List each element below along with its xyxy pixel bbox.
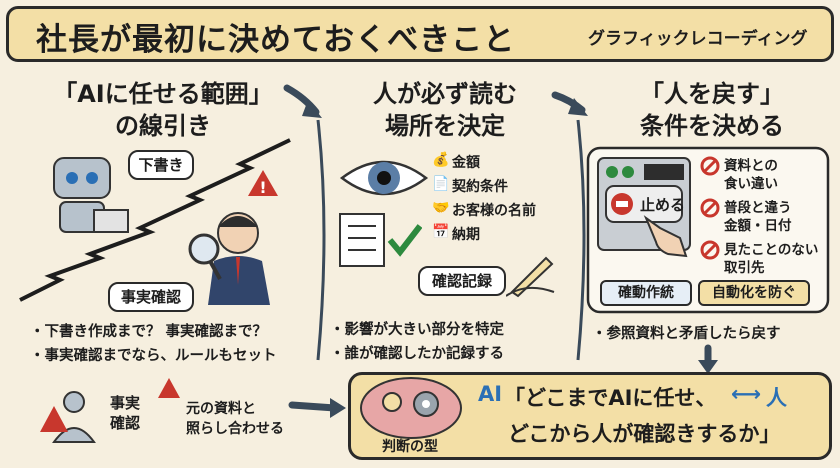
brain-label: 判断の型 (382, 439, 438, 455)
pen-icon (506, 256, 555, 298)
arrow-col2-to-col3-head (568, 98, 588, 116)
document-icon: 📄 (432, 176, 450, 192)
cond3-line2: 取引先 (724, 260, 765, 276)
handshake-icon: 🤝 (432, 200, 450, 216)
eye-icon (339, 160, 429, 196)
auto-prevent-label: 自動化を防ぐ (698, 280, 810, 306)
item-amount: 金額 (452, 155, 480, 171)
factcheck-bubble: 事実確認 (108, 282, 194, 312)
no-entry-icon-1 (700, 156, 720, 176)
compare-line2: 照らし合わせる (186, 421, 284, 437)
money-bag-icon: 💰 (432, 152, 450, 168)
col3-bullet: ・参照資料と矛盾したら戻す (592, 326, 781, 342)
arrow-col3-to-bottom-head (698, 360, 718, 374)
col1-bullet-2: ・事実確認までなら、ルールもセット (30, 348, 277, 364)
person-magnifier-icon (188, 212, 270, 305)
summary-line1: 「どこまでAIに任せ、 (504, 386, 717, 410)
arrow-to-bottom (288, 401, 339, 412)
svg-text:!: ! (259, 178, 266, 197)
boundary-line (19, 138, 291, 302)
item-contract: 契約条件 (452, 179, 508, 195)
col3-title-line2: 条件を決める (640, 112, 784, 140)
title-bar (6, 6, 834, 62)
checklist-icon (339, 213, 422, 267)
col2-title-line2: 場所を決定 (385, 112, 505, 140)
record-label: 確認記録 (418, 266, 506, 296)
manual-label: 確動作統 (600, 280, 692, 306)
fact-label-line1: 事実 (110, 394, 141, 412)
item-customer-name: お客様の名前 (452, 203, 536, 219)
ai-label: AI (478, 382, 503, 406)
person-warning-icon (40, 391, 96, 443)
warning-small-icon (158, 378, 180, 398)
divider-col2-col3 (576, 119, 586, 361)
divider-col1-col2 (316, 119, 326, 361)
warning-icon: ! (248, 170, 278, 197)
cond1-line1: 資料との (724, 158, 778, 174)
col2-bullet-2: ・誰が確認したか記録する (330, 346, 504, 362)
col3-title-line1: 「人を戻す」 (640, 80, 784, 108)
col2-bullet-1: ・影響が大きい部分を特定 (330, 322, 504, 338)
left-right-arrow-icon: ⟷ (731, 382, 762, 406)
robot-icon (53, 157, 129, 233)
hand-pointer-icon (643, 215, 688, 258)
stop-label: 止める (640, 196, 686, 214)
draft-bubble: 下書き (128, 150, 194, 180)
page-subtitle: グラフィックレコーディング (588, 29, 808, 49)
summary-line2: どこから人が確認きするか」 (508, 422, 781, 446)
arrow-col1-to-col2-head (302, 100, 322, 118)
col1-title-line2: の線引き (115, 112, 211, 140)
cond2-line2: 金額・日付 (724, 218, 792, 234)
fact-label-line2: 確認 (110, 414, 141, 432)
arrow-to-bottom-head (330, 398, 346, 418)
cond1-line2: 食い違い (724, 176, 778, 192)
col1-title-line1: 「AIに任せる範囲」 (53, 80, 273, 108)
compare-line1: 元の資料と (186, 401, 256, 417)
no-entry-icon-2 (700, 198, 720, 218)
brain-icon (360, 377, 462, 439)
col2-title-line1: 人が必ず読む (373, 80, 517, 108)
cond2-line1: 普段と違う (724, 200, 792, 216)
page-title: 社長が最初に決めておくべきこと (36, 22, 516, 58)
control-panel-icon (597, 157, 691, 251)
cond3-line1: 見たことのない (724, 242, 819, 258)
col1-bullet-1: ・下書き作成まで？ 事実確認まで？ (30, 324, 268, 340)
item-delivery: 納期 (452, 227, 480, 243)
calendar-icon: 📅 (432, 224, 450, 240)
human-label: 人 (766, 386, 787, 410)
no-entry-icon-3 (700, 240, 720, 260)
